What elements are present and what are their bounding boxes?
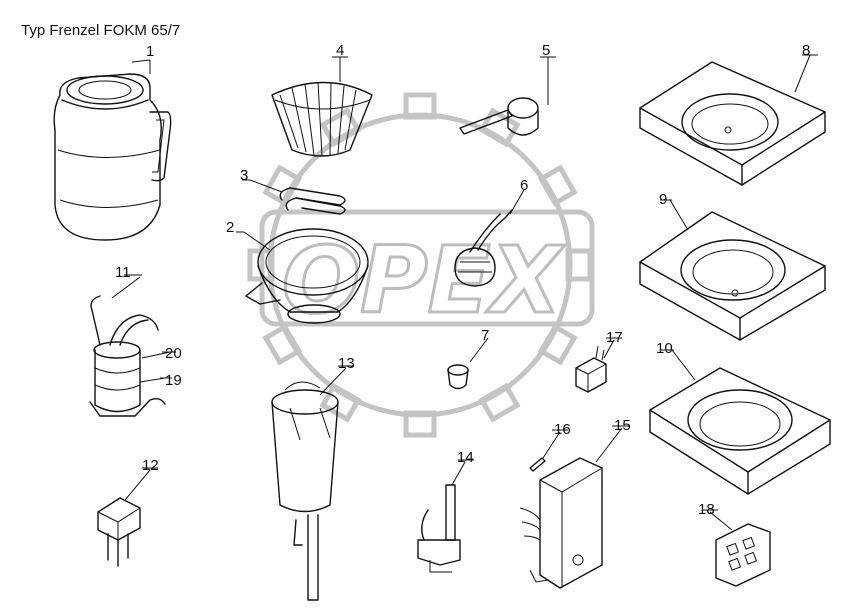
gear-tooth	[478, 107, 521, 148]
part-valve	[454, 209, 513, 287]
callout-7: 7	[481, 327, 489, 344]
part-keypad	[715, 523, 771, 587]
callout-19: 19	[165, 372, 182, 389]
gear-tooth	[319, 382, 362, 423]
callout-3: 3	[240, 167, 248, 184]
gear-tooth	[478, 382, 521, 423]
callout-5: 5	[542, 42, 550, 59]
callout-10: 10	[656, 340, 673, 357]
callout-labels: 1 2 3 4 5 6 7 8 9 10 11 12 13 14 15 16 1…	[115, 42, 810, 518]
part-filter-funnel	[245, 228, 369, 324]
part-plug	[447, 364, 469, 390]
part-base-tray-8	[639, 61, 826, 186]
part-relay	[97, 497, 141, 567]
watermark-text: OPEX	[282, 227, 565, 334]
callout-18: 18	[698, 501, 715, 518]
part-thermos-jug	[53, 73, 172, 241]
callout-13: 13	[338, 355, 355, 372]
opex-watermark: OPEX	[247, 92, 595, 438]
callout-6: 6	[520, 177, 528, 194]
callout-8: 8	[802, 42, 810, 59]
gear-tooth	[262, 323, 303, 366]
callout-4: 4	[336, 42, 344, 59]
gear-tooth	[262, 164, 303, 207]
part-control-box	[519, 457, 603, 589]
part-paper-filter	[271, 81, 373, 157]
part-switch	[575, 345, 607, 393]
callout-2: 2	[226, 219, 234, 236]
watermark-gear-icon	[247, 92, 593, 438]
leader-lines	[111, 54, 818, 531]
gear-tooth	[537, 323, 578, 366]
callout-14: 14	[457, 449, 474, 466]
diagram-title: Typ Frenzel FOKM 65/7	[21, 22, 181, 39]
part-heating-element	[89, 295, 166, 417]
part-sensor	[417, 484, 461, 573]
callout-17: 17	[606, 329, 623, 346]
part-measuring-spoon	[459, 97, 539, 136]
gear-tooth	[537, 164, 578, 207]
part-heater-tube	[271, 381, 339, 601]
callout-15: 15	[614, 417, 631, 434]
callout-16: 16	[554, 421, 571, 438]
gear-tooth	[319, 107, 362, 148]
callout-20: 20	[165, 345, 182, 362]
part-base-tray-10	[649, 367, 831, 495]
callout-12: 12	[142, 457, 159, 474]
gear-tooth	[403, 92, 437, 120]
callout-11: 11	[115, 264, 131, 281]
part-base-tray-9	[639, 211, 826, 341]
part-clips	[279, 187, 346, 215]
callout-9: 9	[659, 191, 667, 208]
callout-1: 1	[146, 43, 154, 60]
gear-tooth	[403, 410, 437, 438]
part-pin	[529, 457, 546, 472]
